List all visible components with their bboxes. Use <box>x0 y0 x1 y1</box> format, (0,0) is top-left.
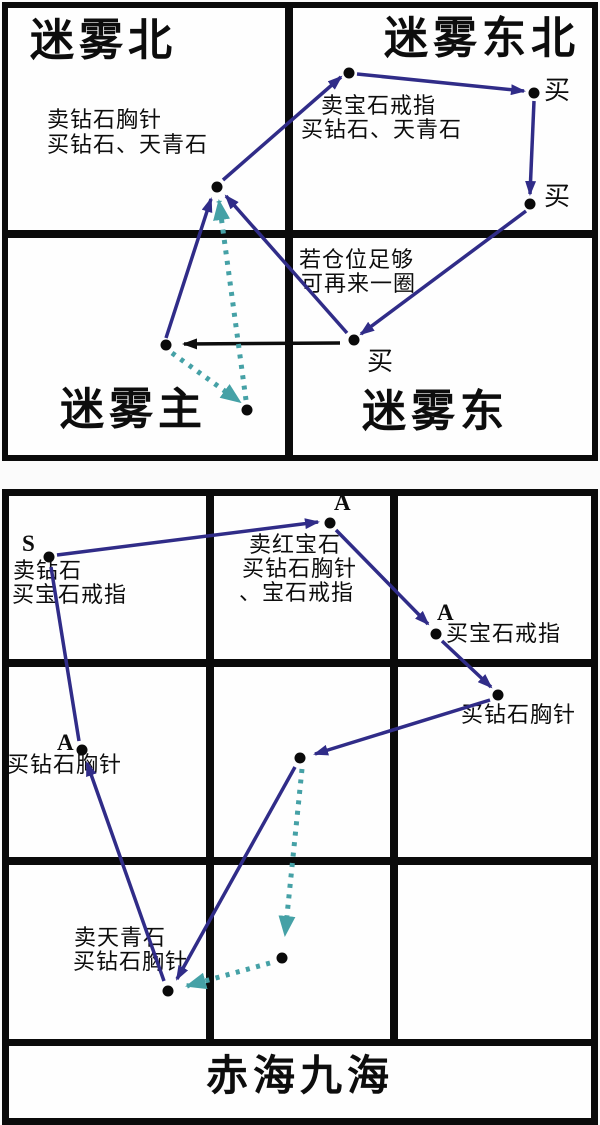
note-a1-sell: 卖红宝石 <box>249 532 342 557</box>
zone-title-mist-east: 迷雾东 <box>362 387 509 436</box>
waypoint-s-marker: S <box>22 531 35 556</box>
note-a2-buy: 买宝石戒指 <box>446 621 562 646</box>
redsea-grid-horizontal-divider-1 <box>9 659 591 667</box>
loop-note-line2: 可再来一圈 <box>301 271 417 296</box>
zone-title-red-sea: 赤海九海 <box>205 1054 394 1100</box>
note-bottom-sell: 卖天青石 <box>74 925 167 950</box>
redsea-grid-horizontal-divider-2 <box>9 857 591 865</box>
buy-marker-2: 买 <box>544 181 571 211</box>
loop-note-line1: 若仓位足够 <box>299 247 415 272</box>
note-s-sell: 卖钻石 <box>13 558 83 583</box>
note-a1-buy2: 、宝石戒指 <box>239 580 355 605</box>
waypoint-a-marker-2: A <box>437 600 454 625</box>
zone-title-mist-northeast: 迷雾东北 <box>384 14 580 63</box>
note-a1-buy1: 买钻石胸针 <box>242 556 358 581</box>
note-mist-ne-sell: 卖宝石戒指 <box>321 93 437 118</box>
note-mid-right-buy: 买钻石胸针 <box>461 702 577 727</box>
buy-marker-3: 买 <box>367 346 394 376</box>
note-s-buy: 买宝石戒指 <box>12 582 128 607</box>
mist-grid-horizontal-divider <box>8 230 592 238</box>
note-bottom-buy: 买钻石胸针 <box>73 949 189 974</box>
waypoint-a-marker-1: A <box>334 490 351 515</box>
note-mist-north-sell: 卖钻石胸针 <box>47 107 163 132</box>
note-mist-ne-buy: 买钻石、天青石 <box>301 117 463 142</box>
redsea-grid-vertical-divider-2 <box>390 496 398 1044</box>
note-mist-north-buy: 买钻石、天青石 <box>47 132 209 157</box>
zone-title-mist-main: 迷雾主 <box>60 385 207 434</box>
zone-title-mist-north: 迷雾北 <box>30 16 177 65</box>
buy-marker-1: 买 <box>544 75 571 105</box>
redsea-grid-vertical-divider-1 <box>206 496 214 1044</box>
note-a3-buy: 买钻石胸针 <box>7 752 123 777</box>
redsea-grid-horizontal-divider-3 <box>9 1039 591 1046</box>
